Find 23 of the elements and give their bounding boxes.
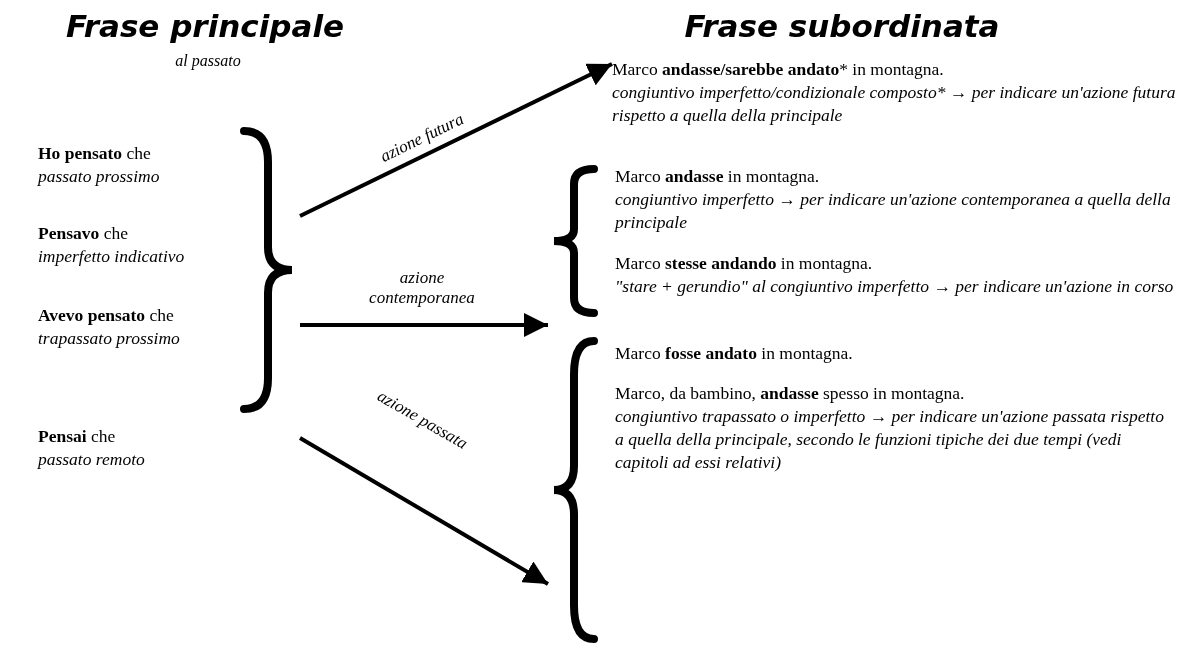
tense-name: passato remoto [38,448,146,471]
arrow [299,436,549,586]
grammar-note: congiuntivo trapassato o imperfetto → per indicare un'azione passata rispetto a quella della principale, secondo le funzioni tipiche dei due tempi (vedi capitoli ad essi relativi) [615,405,1165,474]
verb-phrase: Ho pensato che [38,142,152,165]
verb-phrase: Pensavo che [38,222,129,245]
tense-name: imperfetto indicativo [38,245,186,268]
example-sentence: Marco andasse/sarebbe andato* in montagna. [612,58,945,81]
tense-name: passato prossimo [38,165,161,188]
example-sentence: Marco stesse andando in montagna. [615,252,874,275]
grammar-note: congiuntivo imperfetto/condizionale composto* → per indicare un'azione futura rispetto a quella della principale [612,81,1177,127]
arrow [299,62,613,218]
heading: Frase principale [65,8,345,44]
subheading: al passato [175,52,241,70]
example-sentence: Marco andasse in montagna. [615,165,821,188]
verb-phrase: Pensai che [38,425,117,448]
tense-name: trapassato prossimo [38,327,181,350]
grammar-note: "stare + gerundio" al congiuntivo imperfetto → per indicare un'azione in corso [615,275,1175,298]
example-sentence: Marco, da bambino, andasse spesso in montagna. [615,382,966,405]
example-sentence: Marco fosse andato in montagna. [615,342,854,365]
verb-phrase: Avevo pensato che [38,304,175,327]
arrow [300,313,548,337]
grammar-note: congiuntivo imperfetto → per indicare un'azione contemporanea a quella della principale [615,188,1172,234]
heading: Frase subordinata [684,8,1000,44]
